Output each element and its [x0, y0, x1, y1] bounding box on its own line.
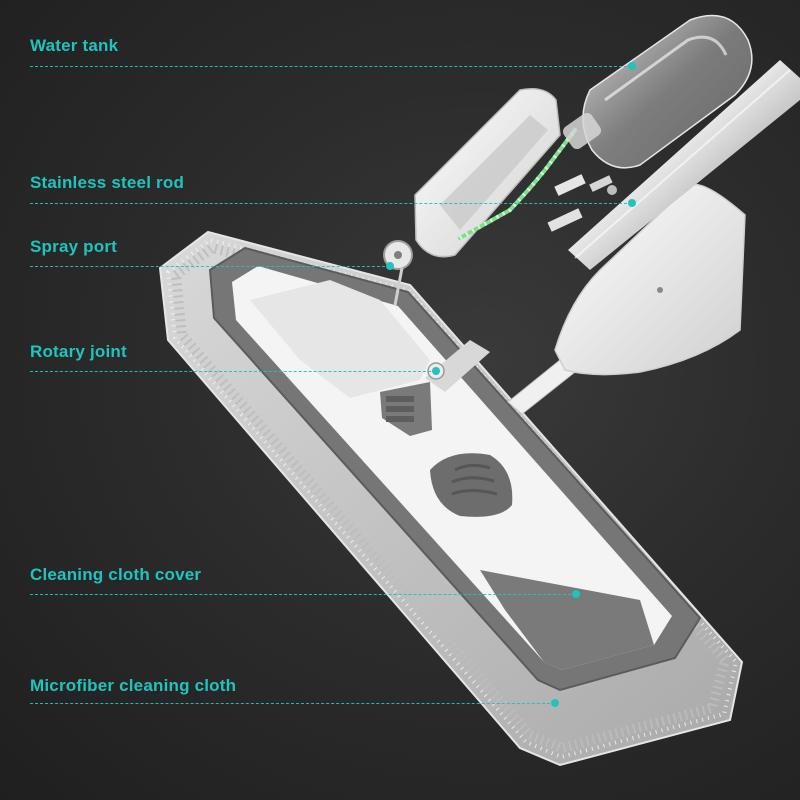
spray-port-marker-dot [386, 262, 394, 270]
handle-shape [507, 183, 746, 415]
stainless-steel-rod-label: Stainless steel rod [30, 173, 185, 192]
microfiber-cleaning-cloth-marker-dot [551, 699, 559, 707]
stainless-steel-rod-leader-line [30, 203, 632, 204]
water-tank-marker-dot [628, 62, 636, 70]
cleaning-cloth-cover-leader-line [30, 594, 576, 595]
water-tank-shape [562, 14, 753, 169]
cleaning-cloth-cover-label: Cleaning cloth cover [30, 565, 202, 584]
microfiber-cleaning-cloth-leader-line [30, 703, 555, 704]
water-tank-leader-line [30, 66, 632, 67]
rotary-joint-leader-line [30, 371, 436, 372]
spray-port-label: Spray port [30, 237, 118, 256]
stainless-steel-rod-marker-dot [628, 199, 636, 207]
rotary-joint-marker-dot [432, 367, 440, 375]
steel-rod-shape [568, 60, 800, 270]
water-tank-label: Water tank [30, 36, 119, 55]
microfiber-cleaning-cloth-label: Microfiber cleaning cloth [30, 676, 237, 695]
cleaning-cloth-cover-marker-dot [572, 590, 580, 598]
spray-port-leader-line [30, 266, 390, 267]
spray-housing-shape [414, 88, 617, 258]
rotary-joint-label: Rotary joint [30, 342, 127, 361]
mop-base-shape [208, 246, 702, 692]
